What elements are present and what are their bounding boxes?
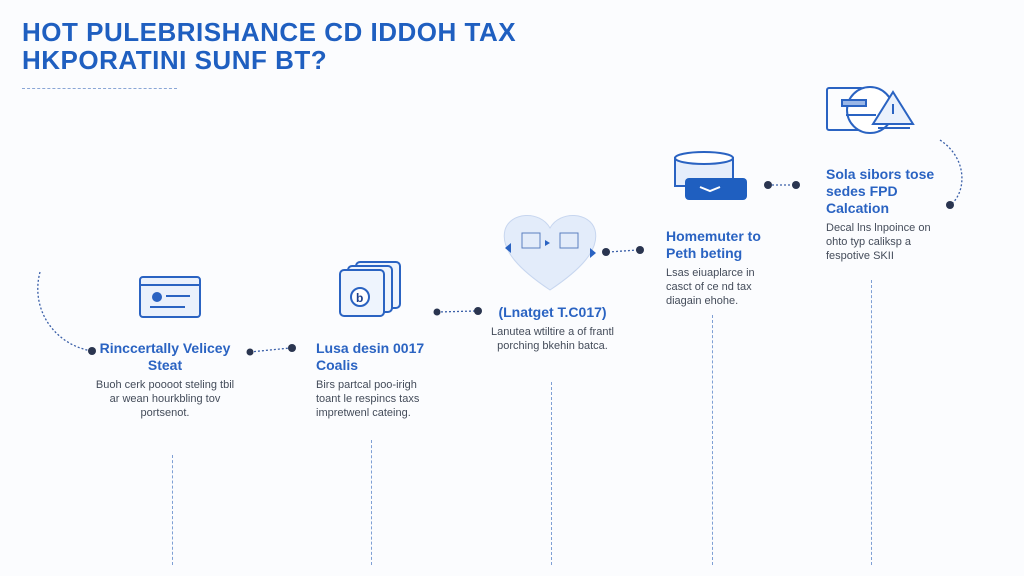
step-desc: Buoh cerk poooot steling tbil ar wean ho…: [95, 379, 235, 419]
connector-2-3: [436, 310, 477, 313]
step-1: Rinccertally Velicey Steat Buoh cerk poo…: [95, 340, 235, 420]
curve-connector: [37, 271, 93, 352]
page-title: HOT PULEBRISHANCE CD IDDOH TAX HKPORATIN…: [22, 18, 516, 74]
step-desc: Lanuteа wtiltire a of frantl porching bk…: [491, 326, 614, 352]
heart-icon: [503, 215, 597, 291]
connector-3-4: [607, 249, 639, 253]
step-5: Sola sibors tose sedes FPD Calcation Dec…: [826, 166, 936, 263]
step-title: Rinccertally Velicey Steat: [99, 340, 231, 373]
step-desc: Decal lns lnpoince on ohto typ caliksp a…: [826, 222, 931, 262]
step-title: Sola sibors tose sedes FPD Calcation: [826, 166, 935, 216]
step-3: (Lnatget T.C017) Lanuteа wtiltire a of f…: [490, 304, 615, 353]
timeline-line-4: [712, 315, 713, 565]
step-desc: Birs partcal poo-irigh toant le respincs…: [316, 379, 420, 419]
step-title: (Lnatget T.C017): [498, 304, 607, 320]
step-title: Homemuter to Peth beting: [666, 228, 761, 261]
step-title: Lusa desin 0017 Coalis: [316, 340, 425, 373]
timeline-line-3: [551, 382, 552, 565]
document-stack-icon: b: [339, 261, 401, 317]
title-line-1: HOT PULEBRISHANCE CD IDDOH TAX: [22, 17, 517, 47]
step-desc: Lsas eiuaplarce in casct of ce nd tax di…: [666, 267, 755, 307]
calculator-warning-icon: [826, 86, 915, 134]
step-2: Lusa desin 0017 Coalis Birs partcal poo-…: [316, 340, 441, 420]
connector-1-2: [249, 347, 291, 353]
title-line-2: HKPORATINI SUNF BT?: [22, 45, 328, 75]
step-4: Homemuter to Peth beting Lsas eiuaplarce…: [666, 228, 771, 308]
curve-connector-end: [939, 139, 963, 206]
timeline-line-1: [172, 455, 173, 565]
browser-window-icon: [139, 276, 201, 318]
divider: [22, 88, 177, 89]
timeline-line-5: [871, 280, 872, 565]
timeline-line-2: [371, 440, 372, 565]
svg-text:b: b: [356, 291, 363, 305]
database-icon: [674, 151, 747, 200]
